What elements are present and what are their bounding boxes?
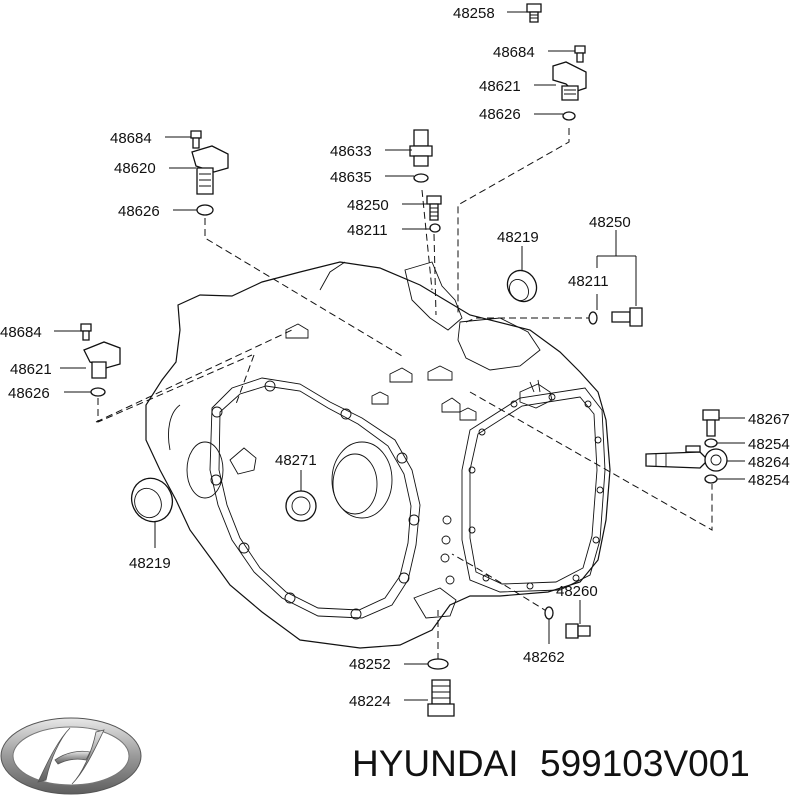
oring-48626-top (562, 111, 576, 121)
bolt-48250-right (611, 307, 643, 327)
washer-48211-right (588, 311, 598, 325)
label-48684-left-mid: 48684 (0, 324, 42, 341)
label-48254-lower: 48254 (748, 472, 790, 489)
label-48267: 48267 (748, 411, 790, 428)
label-48250-right: 48250 (589, 214, 631, 231)
washer-48254-lower (704, 474, 718, 484)
label-48260: 48260 (556, 583, 598, 600)
label-48626-left-mid: 48626 (8, 385, 50, 402)
bolt-48684-left-mid (80, 323, 92, 341)
label-48271: 48271 (275, 452, 317, 469)
flange-bolt-bosses (210, 380, 420, 620)
washer-48254-upper (704, 438, 718, 448)
label-48626-left-upper: 48626 (118, 203, 160, 220)
label-48684-left-upper: 48684 (110, 130, 152, 147)
oil-pan-bolt-holes (468, 393, 604, 590)
part-labels: 48258 48684 48621 48626 48684 48620 4862… (0, 5, 790, 710)
switch-48633 (409, 129, 433, 167)
oring-48626-left-upper (196, 204, 214, 216)
brand-name: HYUNDAI (352, 743, 519, 784)
solid-leaders (54, 11, 745, 701)
bolt-48258 (526, 3, 542, 23)
label-48252: 48252 (349, 656, 391, 673)
hyundai-logo-icon (0, 717, 142, 795)
sensor-48620 (191, 145, 229, 195)
label-48211-right: 48211 (568, 273, 609, 290)
label-48633: 48633 (330, 143, 372, 160)
bolt-48267 (702, 409, 720, 437)
label-48262: 48262 (523, 649, 565, 666)
label-48264: 48264 (748, 454, 790, 471)
plug-48224 (427, 679, 455, 717)
label-48250-center: 48250 (347, 197, 389, 214)
label-48219-right: 48219 (497, 229, 539, 246)
part-number: 599103V001 (540, 743, 750, 784)
bolt-48250-center (426, 195, 442, 221)
label-48684-top: 48684 (493, 44, 535, 61)
label-48621-top: 48621 (479, 78, 521, 95)
label-48626-top: 48626 (479, 106, 521, 123)
label-48219-left: 48219 (129, 555, 171, 572)
bolt-48684-left-upper (190, 130, 202, 149)
label-48211-center: 48211 (347, 222, 388, 239)
seal-48219-left (130, 477, 174, 523)
sensor-48621-top (552, 61, 587, 101)
label-48258: 48258 (453, 5, 495, 22)
seal-48271 (285, 490, 317, 522)
label-48224: 48224 (349, 693, 391, 710)
sensor-48621-left (83, 341, 121, 379)
oring-48635 (413, 173, 429, 183)
label-48635: 48635 (330, 169, 372, 186)
label-48620: 48620 (114, 160, 156, 177)
transmission-housing (145, 261, 611, 649)
bolt-48684-top (574, 45, 586, 63)
label-48254-upper: 48254 (748, 436, 790, 453)
washer-48262 (544, 606, 554, 620)
oring-48626-left-mid (90, 387, 106, 397)
hose-fitting-48264 (645, 445, 728, 472)
washer-48211-center (429, 223, 441, 233)
dashed-leaders (95, 128, 713, 660)
bolt-48260 (565, 623, 591, 639)
seal-48219-right (506, 269, 538, 303)
label-48621-left: 48621 (10, 361, 52, 378)
gasket-48252 (427, 658, 449, 670)
